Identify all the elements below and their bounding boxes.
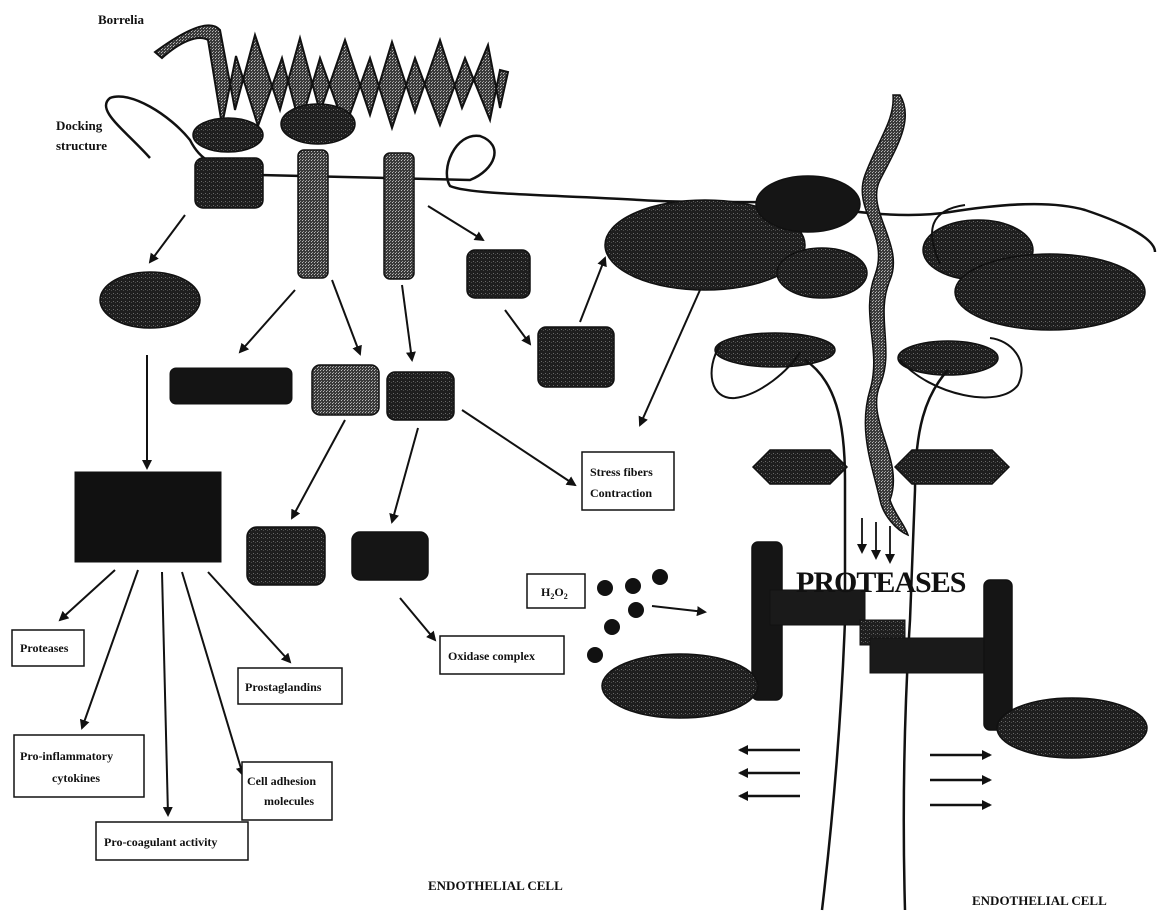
- pro-inflammatory-label-1: Pro-inflammatory: [20, 749, 113, 763]
- docking-oval-2: [281, 104, 355, 144]
- junction-oval-right-low: [898, 341, 998, 375]
- endothelial-cell-label-center: ENDOTHELIAL CELL: [428, 878, 563, 893]
- ros-dot: [625, 578, 641, 594]
- signal-oval: [100, 272, 200, 328]
- lower-block-b: [352, 532, 428, 580]
- lower-block-a: [247, 527, 325, 585]
- h2o2-label: H2O2: [541, 585, 568, 601]
- cell-border-left: [805, 360, 845, 910]
- transmembrane-receptor-1: [298, 150, 328, 278]
- arrow-tm2-to-kinase1: [428, 206, 483, 240]
- arrow-lowerB-to-oxidase: [400, 598, 435, 640]
- junction-oval-right-2: [955, 254, 1145, 330]
- ros-dot: [604, 619, 620, 635]
- arrow-blockB-to-stressfibers: [462, 410, 575, 485]
- matrix-step-3: [870, 638, 990, 673]
- proteases-box-label: Proteases: [20, 641, 69, 655]
- matrix-oval-right: [997, 698, 1147, 758]
- pro-inflammatory-box: [14, 735, 144, 797]
- receptor-block: [195, 158, 263, 208]
- oxidase-label: Oxidase complex: [448, 649, 535, 663]
- arrow-nucleus-to-adhesion: [182, 572, 243, 775]
- matrix-post-right: [984, 580, 1012, 730]
- effector-block-a: [312, 365, 379, 415]
- docking-label-2: structure: [56, 138, 107, 153]
- arrow-blockB-to-lowerB: [392, 428, 418, 522]
- arrow-junction-to-stressfibers: [640, 290, 700, 425]
- stress-fibers-label-2: Contraction: [590, 486, 652, 500]
- cell-adhesion-label-1: Cell adhesion: [247, 774, 316, 788]
- effector-block-b: [387, 372, 454, 420]
- arrow-receptor-to-oval: [150, 215, 185, 262]
- kinase-block-2: [538, 327, 614, 387]
- pro-coagulant-label: Pro-coagulant activity: [104, 835, 217, 849]
- arrow-tm2-to-blockB: [402, 285, 412, 360]
- docking-oval-1: [193, 118, 263, 152]
- endothelial-cell-label-right: ENDOTHELIAL CELL: [972, 893, 1107, 908]
- ros-dot: [587, 647, 603, 663]
- effector-bar: [170, 368, 292, 404]
- junction-hexagon-left: [753, 450, 847, 484]
- arrow-blockA-to-lowerA: [292, 420, 345, 518]
- arrow-tm1-to-blockA: [332, 280, 360, 354]
- cell-adhesion-label-2: molecules: [264, 794, 314, 808]
- stress-fibers-box: [582, 452, 674, 510]
- pro-inflammatory-label-2: cytokines: [52, 771, 100, 785]
- junction-oval-mid: [777, 248, 867, 298]
- prostaglandins-label: Prostaglandins: [245, 680, 322, 694]
- arrow-nucleus-to-proteases: [60, 570, 115, 620]
- ros-dot: [628, 602, 644, 618]
- arrow-kinase1-to-kinase2: [505, 310, 530, 344]
- junction-oval-top: [756, 176, 860, 232]
- junction-hexagon-right: [895, 450, 1009, 484]
- proteases-heading: PROTEASES: [796, 566, 966, 599]
- ros-dot: [597, 580, 613, 596]
- arrow-tm1-to-bar: [240, 290, 295, 352]
- arrow-kinase2-to-junction: [580, 258, 605, 322]
- borrelia-label: Borrelia: [98, 12, 144, 27]
- nucleus-block: [75, 472, 221, 562]
- docking-label-1: Docking: [56, 118, 103, 133]
- kinase-block-1: [467, 250, 530, 298]
- junction-oval-left-low: [715, 333, 835, 367]
- ros-arrow: [652, 606, 705, 612]
- arrow-nucleus-to-procoagulant: [162, 572, 168, 815]
- cell-adhesion-box: [242, 762, 332, 820]
- stress-fibers-label-1: Stress fibers: [590, 465, 653, 479]
- ros-dot: [652, 569, 668, 585]
- matrix-oval-left: [602, 654, 758, 718]
- transmembrane-receptor-2: [384, 153, 414, 279]
